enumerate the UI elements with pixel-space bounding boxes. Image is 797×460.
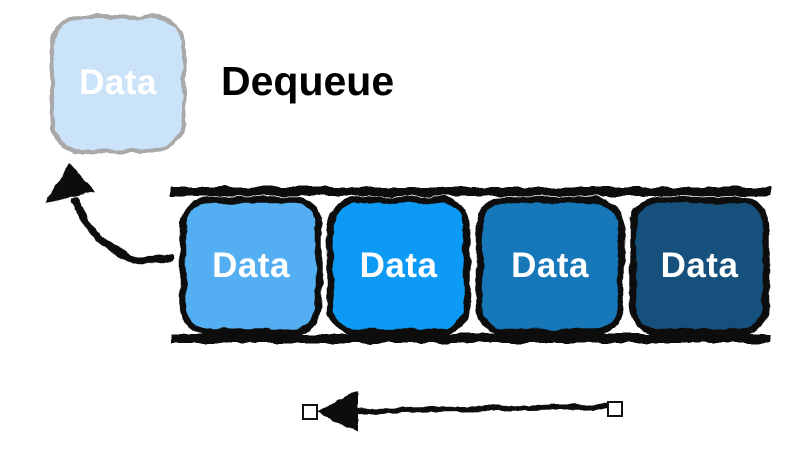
queue-slot-1-label: Data	[212, 246, 290, 285]
dequeued-data-label: Data	[79, 63, 157, 102]
queue-slot-3	[475, 196, 625, 336]
queue-bottom-rail	[171, 334, 770, 343]
queue-slot-4-label: Data	[660, 246, 739, 285]
dequeue-arrowhead-icon	[46, 163, 95, 203]
queue-top-rail	[171, 187, 770, 196]
queue-slot-4	[629, 196, 770, 336]
arrow-endpoint-handle-right	[607, 401, 623, 417]
diagram-title: Dequeue	[221, 58, 395, 104]
dequeued-data-box	[50, 15, 186, 153]
dequeue-arrow-icon	[71, 197, 174, 265]
direction-arrow-shaft	[350, 404, 611, 414]
arrow-endpoint-handle-left	[302, 404, 318, 420]
queue-slot-1	[179, 196, 323, 336]
direction-arrowhead-icon	[317, 390, 358, 433]
queue-slot-2	[326, 196, 471, 336]
queue-slot-2-label: Data	[359, 246, 438, 285]
queue-slot-3-label: Data	[511, 246, 589, 285]
